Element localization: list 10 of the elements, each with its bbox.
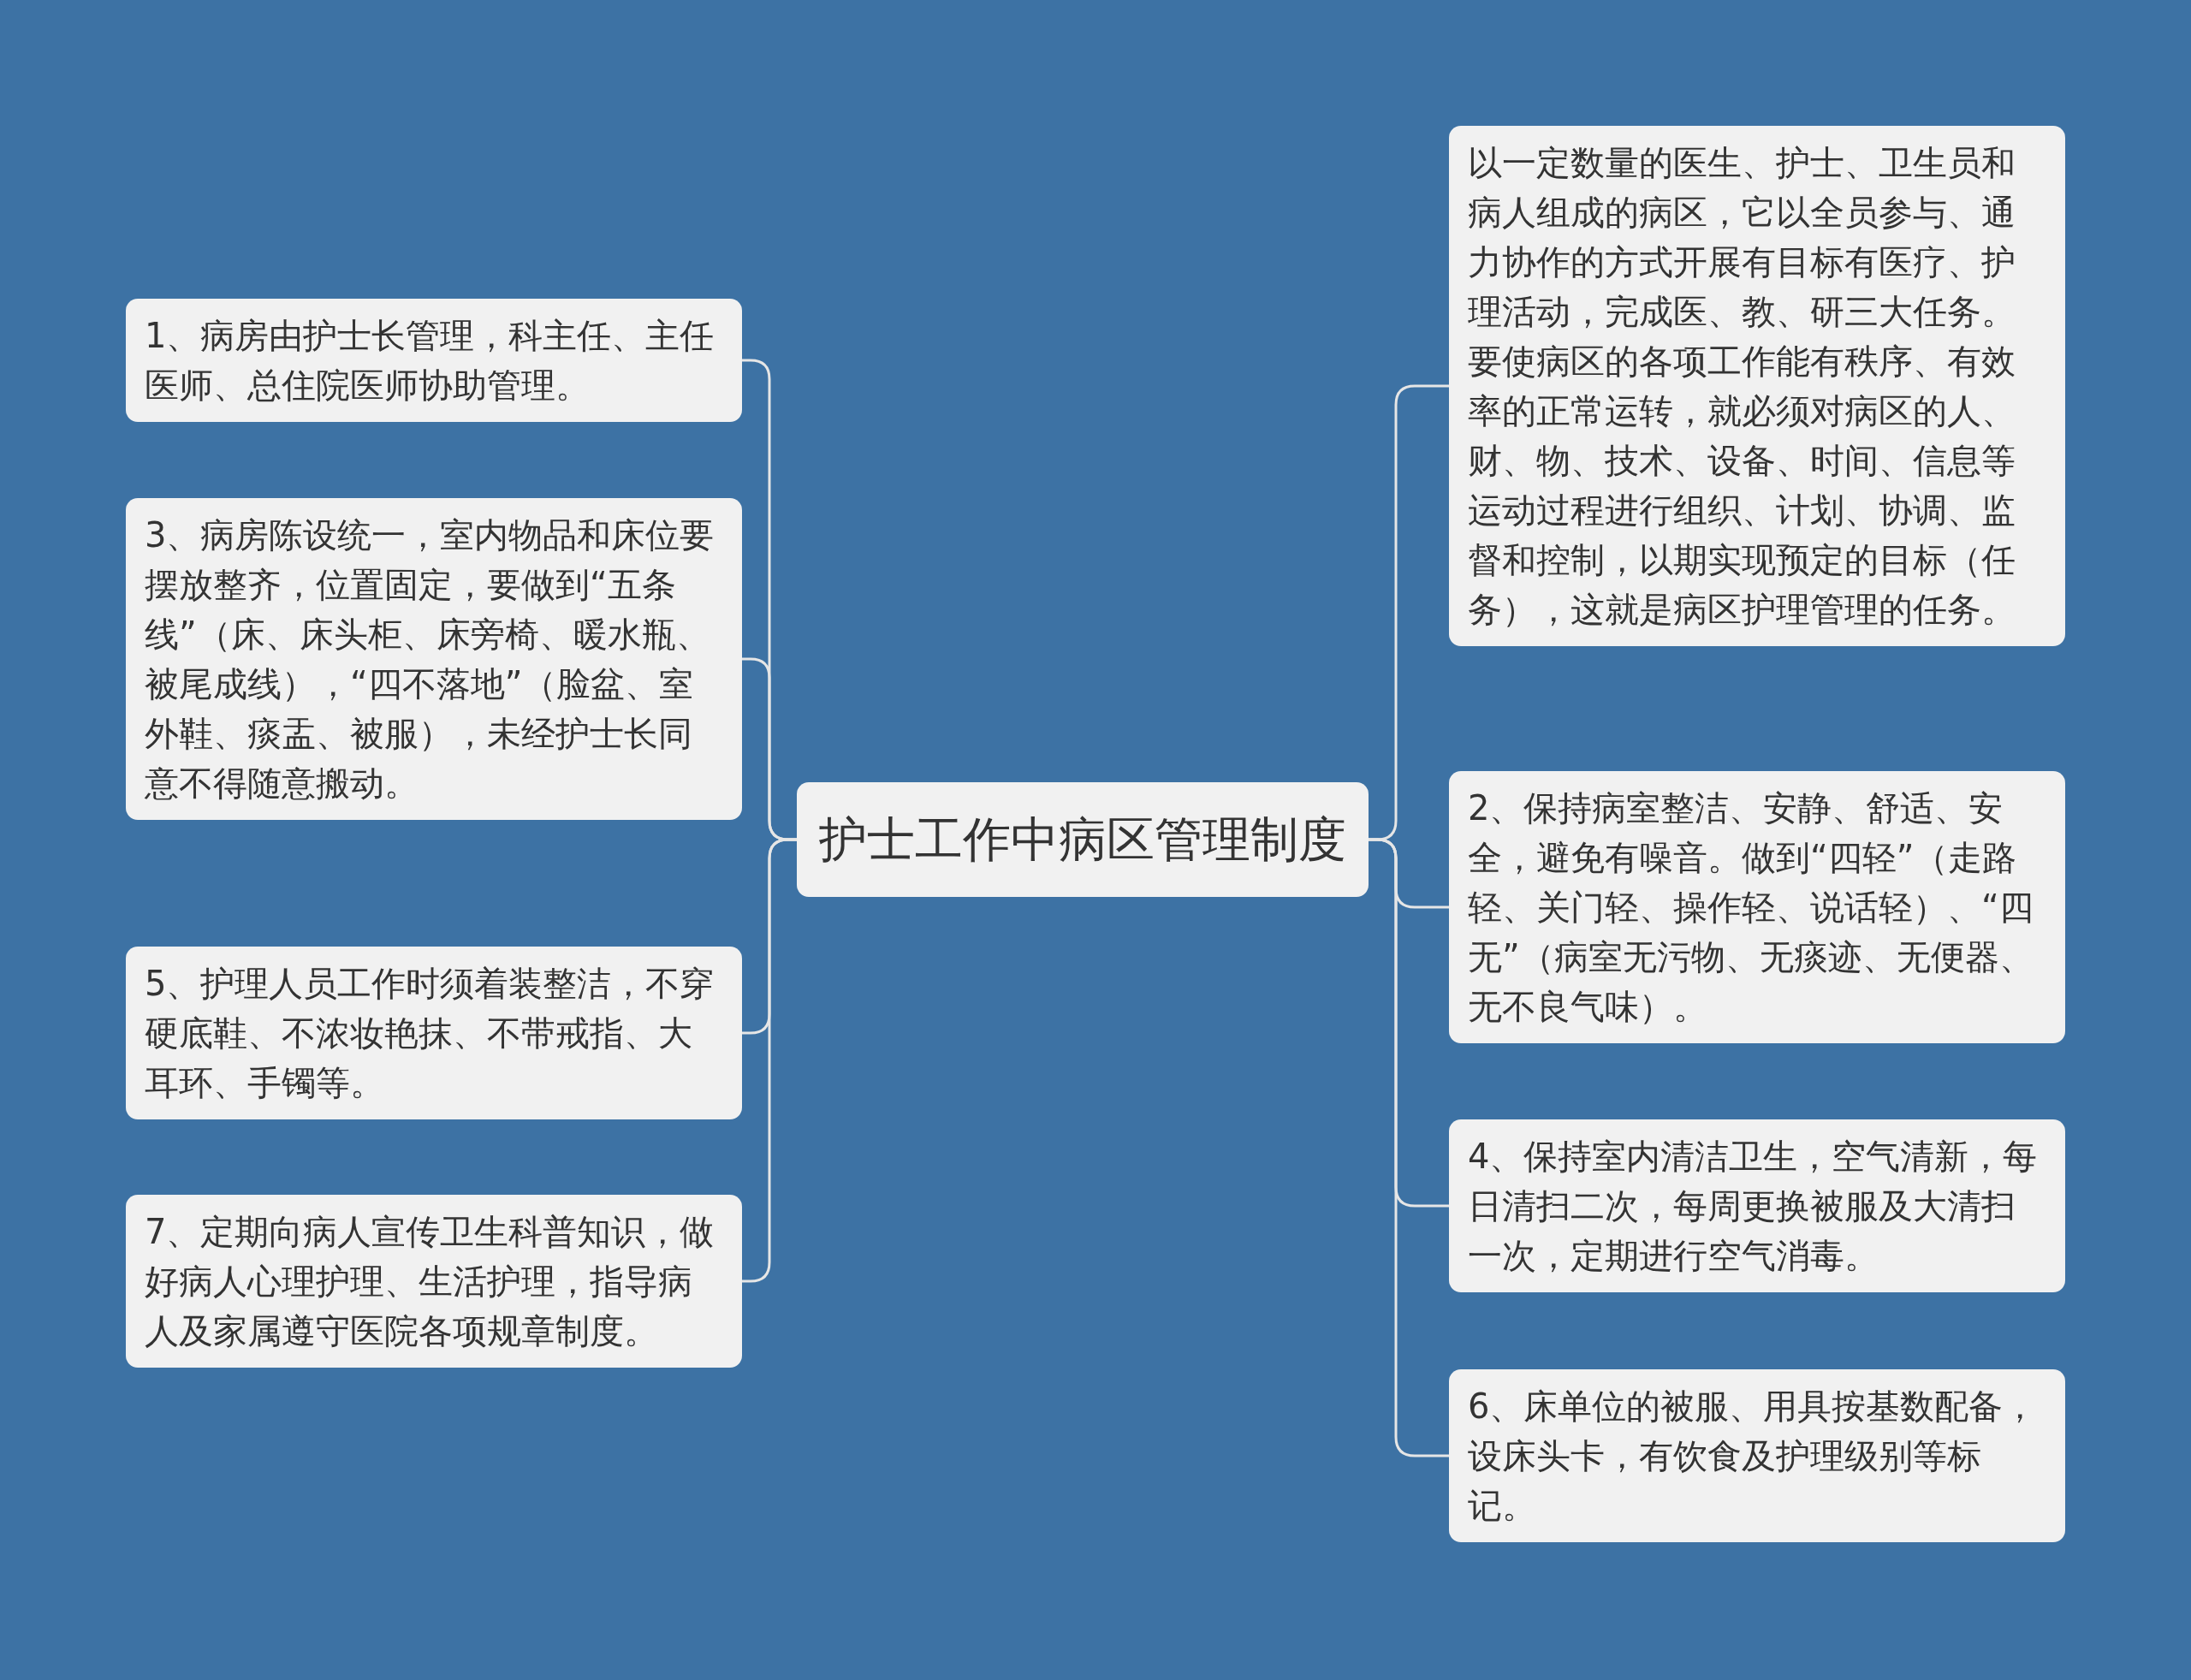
text-box: 以一定数量的医生、护士、卫生员和病人组成的病区，它以全员参与、通力协作的方式开展有目标有医疗、护理活动，完成医、教、研三大任务。要使病区的各项工作能有秩序、有效率的正常运转，就必须对病区的人、财、物、技术、设备、时间、信息等运动过程进行组织、计划、协调、监督和控制，以期实现预定的目标（任务），这就是病区护理管理的任务。 [1449, 126, 2065, 646]
text-box: 1、病房由护士长管理，科主任、主任医师、总住院医师协助管理。 [126, 299, 742, 422]
text-box: 5、护理人员工作时须着装整洁，不穿硬底鞋、不浓妆艳抹、不带戒指、大耳环、手镯等。 [126, 947, 742, 1119]
connector-line [1369, 838, 1449, 1457]
text-box: 6、床单位的被服、用具按基数配备，设床头卡，有饮食及护理级别等标记。 [1449, 1369, 2065, 1542]
text-box: 7、定期向病人宣传卫生科普知识，做好病人心理护理、生活护理，指导病人及家属遵守医院各项规章制度。 [126, 1195, 742, 1368]
text-box: 4、保持室内清洁卫生，空气清新，每日清扫二次，每周更换被服及大清扫一次，定期进行空气消毒。 [1449, 1119, 2065, 1292]
text-box: 3、病房陈设统一，室内物品和床位要摆放整齐，位置固定，要做到“五条线”（床、床头柜、床旁椅、暖水瓶、被尾成线），“四不落地”（脸盆、室外鞋、痰盂、被服），未经护士长同意不得随意搬动。 [126, 498, 742, 820]
topic-box: 护士工作中病区管理制度 [797, 782, 1369, 897]
text-box: 2、保持病室整洁、安静、舒适、安全，避免有噪音。做到“四轻”（走路轻、关门轻、操作轻、说话轻）、“四无”（病室无污物、无痰迹、无便器、无不良气味）。 [1449, 771, 2065, 1043]
